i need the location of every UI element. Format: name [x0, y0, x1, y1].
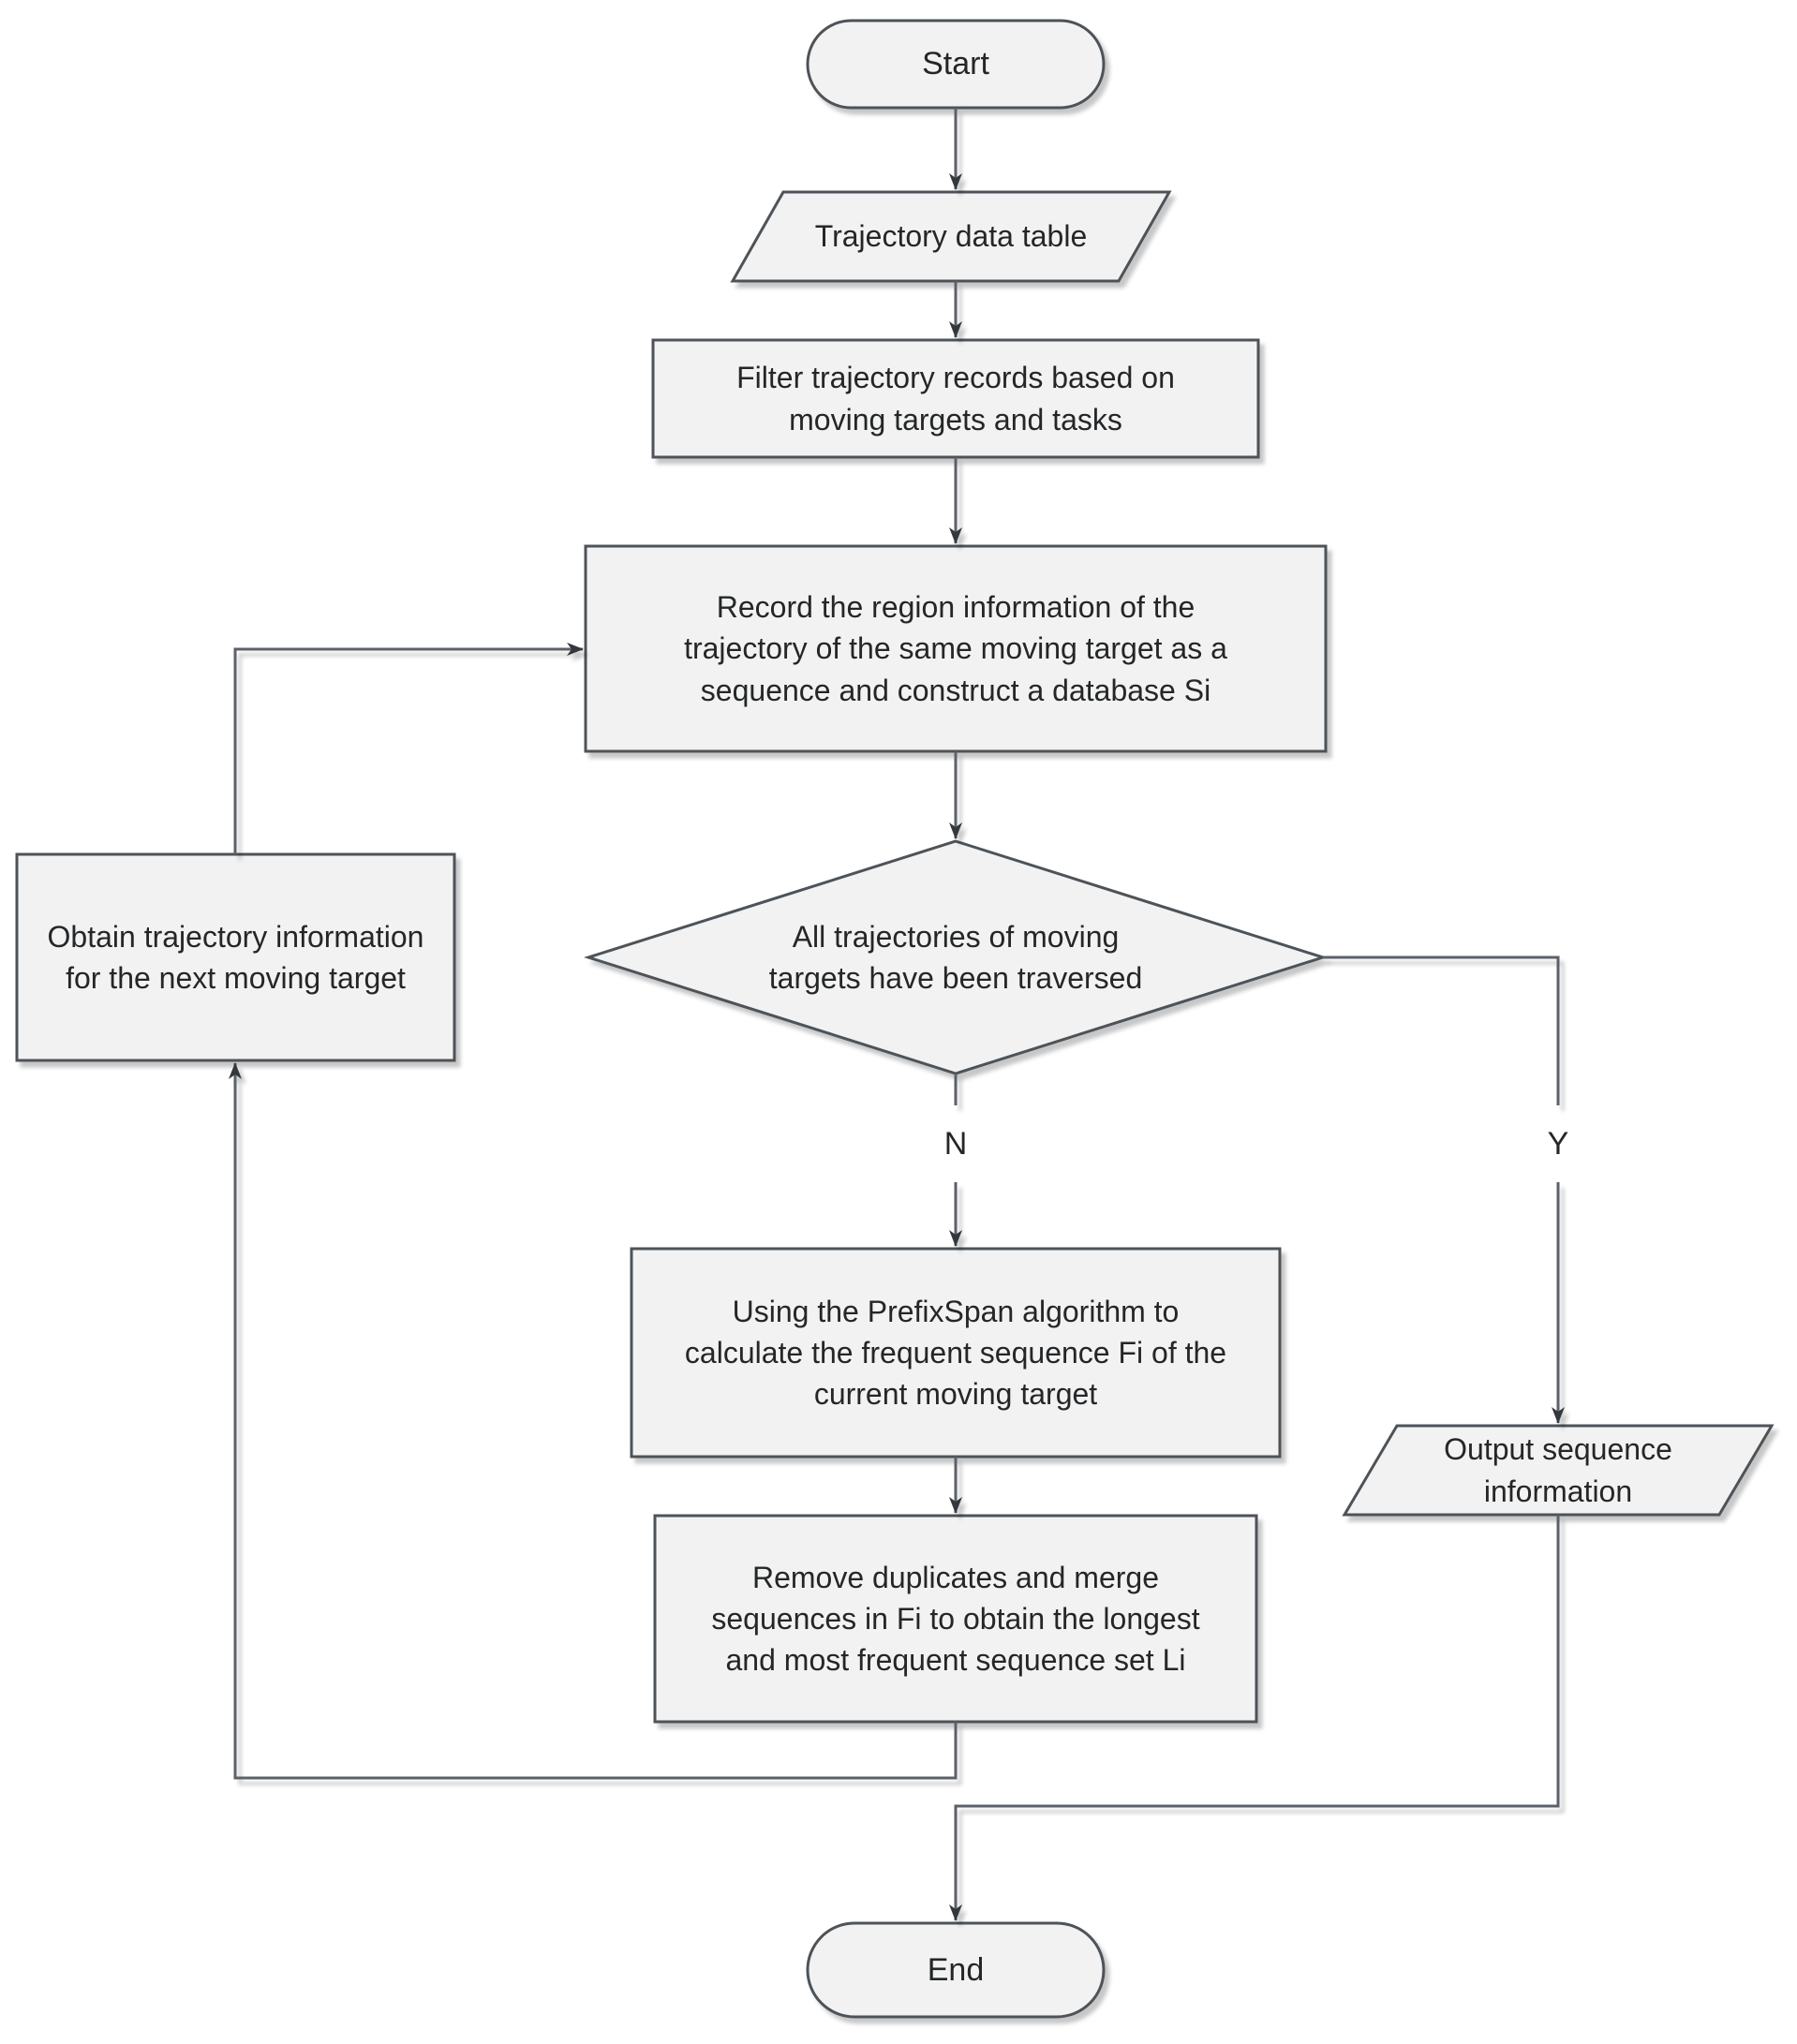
- traversed-decision-shape: [584, 839, 1328, 1075]
- end-shape: [806, 1921, 1106, 2019]
- edge-output-to-end: [949, 1515, 1560, 1921]
- prefixspan-shape: [630, 1247, 1282, 1459]
- record-shape: [584, 544, 1328, 753]
- output-shape: [1342, 1424, 1775, 1517]
- start-shape: [806, 19, 1106, 110]
- edge-decision-stub-y: [1323, 955, 1560, 1105]
- trajectory-table-shape: [730, 190, 1172, 283]
- filter-shape: [651, 338, 1260, 459]
- obtain-next-shape: [15, 852, 456, 1062]
- edge-remove-to-obtain: [229, 1062, 958, 1780]
- remove-duplicates-shape: [653, 1514, 1258, 1724]
- edge-obtain-to-record: [233, 643, 584, 854]
